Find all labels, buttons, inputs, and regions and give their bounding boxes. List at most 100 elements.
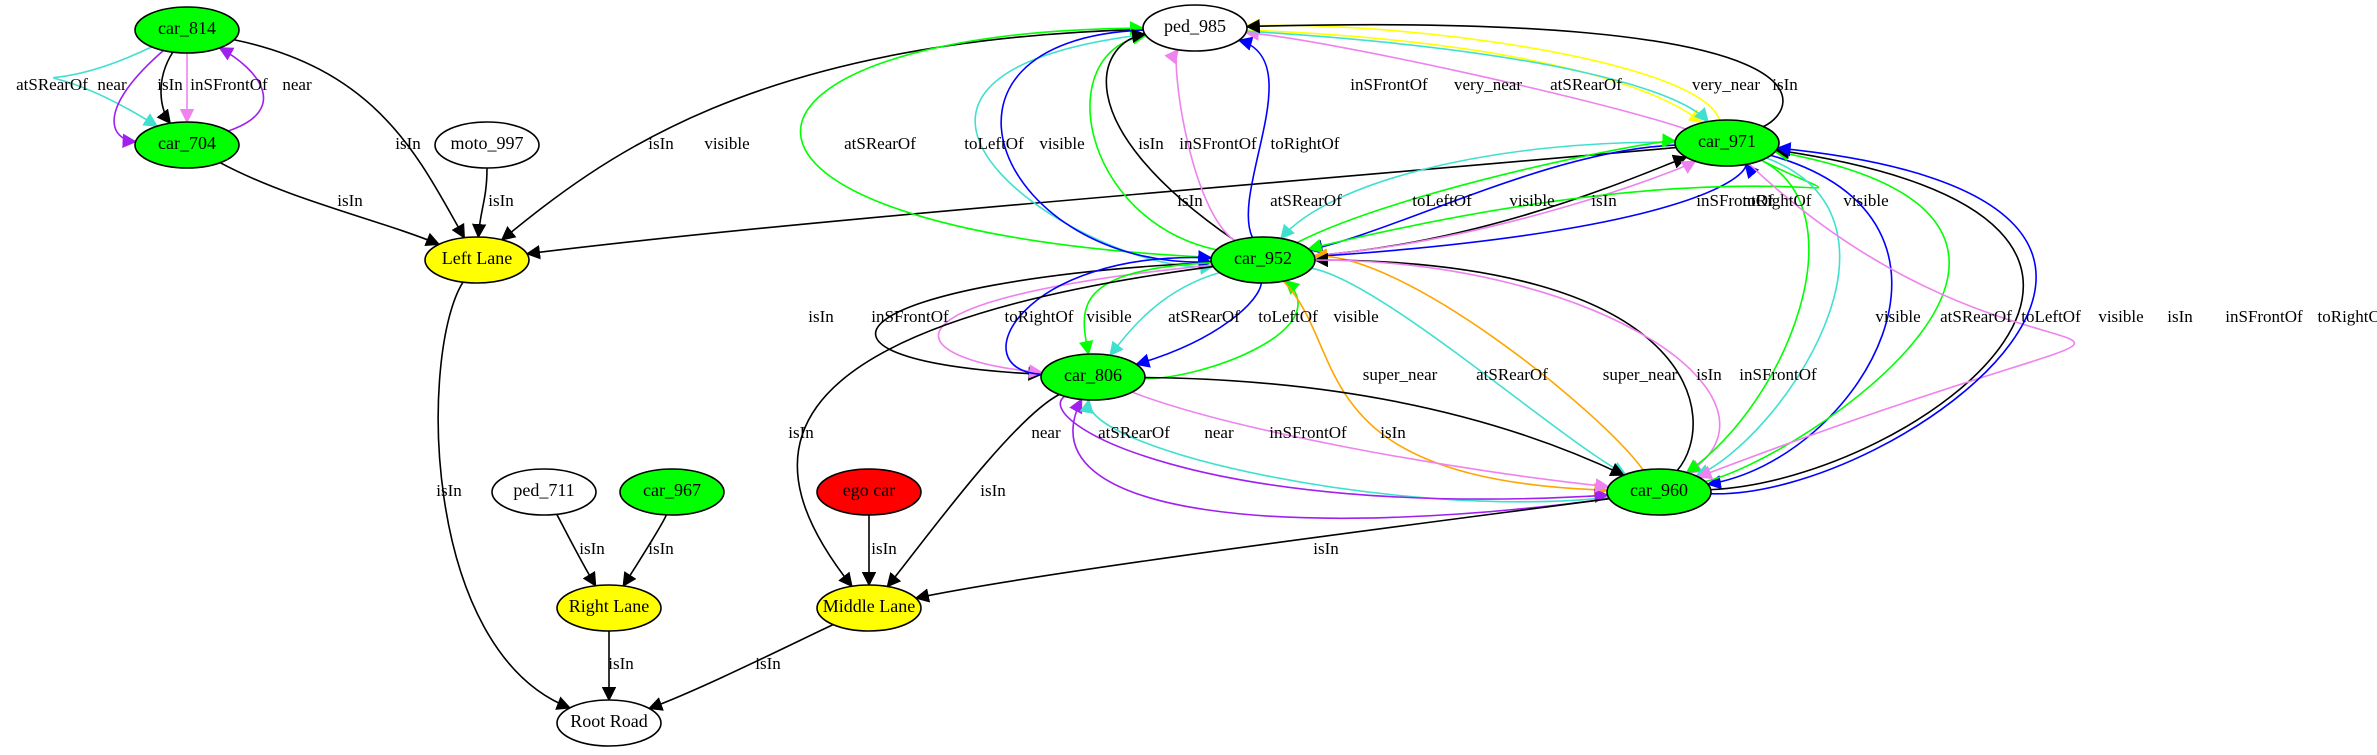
edge-label: isIn	[648, 539, 674, 558]
edge-car_952-car_806-visible	[1079, 261, 1212, 356]
edge-label: atSRearOf	[1476, 365, 1548, 384]
node-car-967: car_967	[619, 468, 725, 516]
edge-label: atSRearOf	[1270, 191, 1342, 210]
edge-car_952-car_971-toRightOf	[1314, 163, 1760, 258]
node-moto-997: moto_997	[434, 121, 540, 169]
edge-label: visible	[1086, 307, 1131, 326]
edge-label: isIn	[980, 481, 1006, 500]
edge-label: toLeftOf	[1258, 307, 1318, 326]
edge-label: near	[97, 75, 127, 94]
node-label: car_952	[1234, 248, 1292, 268]
node-label: Right Lane	[569, 596, 649, 616]
node-ellipse	[1674, 119, 1780, 167]
edge-car_952-ped_985-toRightOf	[1237, 36, 1270, 238]
edge-label: isIn	[2167, 307, 2193, 326]
edge-car_960-car_952-super_near	[1312, 248, 1644, 471]
edge-label: isIn	[1772, 75, 1798, 94]
edge-car_814-car_704-isIn	[156, 51, 174, 125]
edge-car_952-car_960-super_near	[1282, 280, 1609, 498]
node-ellipse	[1606, 468, 1712, 516]
node-car-952: car_952	[1210, 236, 1316, 284]
edge-label: toLeftOf	[964, 134, 1024, 153]
node-ellipse	[816, 468, 922, 516]
node-label: Root Road	[570, 711, 648, 731]
edge-moto_997-left_lane-isIn	[471, 167, 488, 239]
node-ellipse	[1210, 236, 1316, 284]
edge-car_952-car_806-inSFrontOf	[937, 264, 1213, 379]
node-ped-985: ped_985	[1142, 4, 1248, 52]
edge-car_806-car_952-visible	[1144, 279, 1301, 380]
edge-car_952-car_806-atSRearOf	[1109, 271, 1220, 357]
node-car-704: car_704	[134, 121, 240, 169]
edge-label: isIn	[157, 75, 183, 94]
edge-label: inSFrontOf	[1696, 191, 1774, 210]
edge-label: visible	[1875, 307, 1920, 326]
edge-car_814-car_704-atSRearOf	[52, 46, 159, 127]
edge-car_952-car_971-isIn	[1314, 154, 1688, 257]
edge-label: inSFrontOf	[1179, 134, 1257, 153]
edge-label: isIn	[436, 481, 462, 500]
node-ellipse	[619, 468, 725, 516]
edge-car_806-middle_lane-isIn	[886, 393, 1060, 588]
edge-label: toRightOf	[1005, 307, 1074, 326]
edge-label: atSRearOf	[1550, 75, 1622, 94]
edge-car_967-right_lane-isIn	[622, 514, 668, 588]
edge-label: visible	[1843, 191, 1888, 210]
node-ellipse	[134, 6, 240, 54]
edge-car_960-car_971-visible	[1705, 146, 1950, 483]
edge-car_971-car_952-atSRearOf	[1280, 141, 1676, 240]
edge-car_960-car_971-isIn	[1710, 144, 2025, 491]
node-label: ped_985	[1164, 16, 1226, 36]
edge-label: isIn	[1591, 191, 1617, 210]
edge-car_952-ped_985-visible	[1089, 30, 1217, 251]
edge-car_952-ped_985-inSFrontOf	[1164, 48, 1236, 242]
edge-car_960-car_971-toRightOf	[1710, 142, 2037, 495]
edge-car_960-car_952-isIn	[1313, 252, 1694, 471]
edge-label: isIn	[1138, 134, 1164, 153]
edge-label: toRightOf	[1743, 191, 1812, 210]
node-label: Middle Lane	[823, 596, 915, 616]
edge-label: isIn	[1177, 191, 1203, 210]
edge-label: inSFrontOf	[1739, 365, 1817, 384]
edge-label: isIn	[1313, 539, 1339, 558]
edge-label: visible	[704, 134, 749, 153]
edge-car_971-car_960-visible	[1685, 159, 1810, 474]
edge-ped_711-right_lane-isIn	[556, 513, 597, 588]
edge-car_952-car_971-visible	[1296, 133, 1677, 244]
edge-middle_lane-root_road-isIn	[647, 623, 834, 711]
edge-car_814-left_lane-isIn	[233, 38, 466, 239]
node-label: car_814	[158, 18, 216, 38]
edge-label: atSRearOf	[1168, 307, 1240, 326]
node-ellipse	[1040, 353, 1146, 401]
node-ego-car: ego car	[816, 468, 922, 516]
node-ped-711: ped_711	[491, 468, 597, 516]
edge-label: toRightOf	[2318, 307, 2377, 326]
node-ellipse	[816, 584, 922, 632]
node-car-971: car_971	[1674, 119, 1780, 167]
edge-car_952-car_806-isIn	[874, 261, 1212, 381]
edge-label: inSFrontOf	[871, 307, 949, 326]
edge-car_952-car_960-atSRearOf	[1311, 267, 1627, 476]
edge-label: very_near	[1454, 75, 1522, 94]
edge-car_704-car_814-near	[218, 47, 265, 132]
edge-car_971-ped_985-inSFrontOf	[1244, 26, 1686, 130]
edge-label: isIn	[488, 191, 514, 210]
node-label: car_960	[1630, 480, 1688, 500]
node-car-960: car_960	[1606, 468, 1712, 516]
edge-car_806-car_960-isIn	[1144, 376, 1625, 477]
node-left-lane: Left Lane	[424, 236, 530, 284]
edge-label: isIn	[1380, 423, 1406, 442]
edge-car_971-car_960-inSFrontOf	[1697, 163, 2076, 480]
node-ellipse	[1142, 4, 1248, 52]
edge-label: isIn	[1696, 365, 1722, 384]
node-ellipse	[491, 468, 597, 516]
edge-label: isIn	[871, 539, 897, 558]
edge-car_704-left_lane-isIn	[219, 162, 441, 247]
edge-label: isIn	[337, 191, 363, 210]
edge-label: atSRearOf	[1940, 307, 2012, 326]
edge-car_971-ped_985-very_near	[1245, 18, 1721, 121]
edge-car_960-car_806-near	[1069, 398, 1610, 520]
